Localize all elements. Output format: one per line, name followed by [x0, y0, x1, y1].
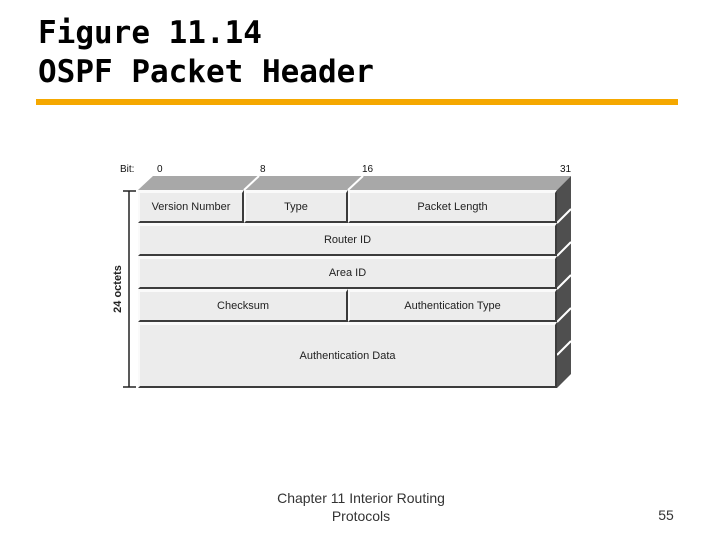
title-line-2: OSPF Packet Header	[38, 54, 374, 90]
bit-label: Bit:	[120, 164, 135, 175]
field-authentication-type: Authentication Type	[348, 289, 557, 322]
bit-marker-31: 31	[560, 164, 572, 175]
size-label: 24 octets	[112, 265, 124, 313]
footer-line-2: Protocols	[331, 508, 391, 524]
page-number: 55	[658, 507, 674, 523]
side-bevel-divider	[556, 307, 572, 323]
slide-title: Figure 11.14 OSPF Packet Header	[38, 14, 374, 92]
accent-rule	[36, 99, 678, 105]
slide-footer: Chapter 11 Interior Routing Protocols	[258, 489, 464, 525]
field-type: Type	[244, 190, 348, 223]
field-checksum: Checksum	[138, 289, 348, 322]
side-bevel-divider	[556, 340, 572, 356]
top-bevel-divider	[347, 175, 364, 191]
bit-marker-16: 16	[362, 164, 374, 175]
field-router-id: Router ID	[138, 223, 557, 256]
field-packet-length: Packet Length	[348, 190, 557, 223]
bit-marker-8: 8	[260, 164, 266, 175]
field-authentication-data: Authentication Data	[138, 322, 557, 388]
side-bevel-divider	[556, 274, 572, 290]
footer-line-1: Chapter 11 Interior Routing	[277, 490, 445, 506]
field-version-number: Version Number	[138, 190, 244, 223]
side-bevel-divider	[556, 208, 572, 224]
side-bevel-divider	[556, 241, 572, 257]
top-bevel-divider	[243, 175, 260, 191]
bit-marker-0: 0	[157, 164, 163, 175]
field-area-id: Area ID	[138, 256, 557, 289]
title-line-1: Figure 11.14	[38, 15, 262, 51]
